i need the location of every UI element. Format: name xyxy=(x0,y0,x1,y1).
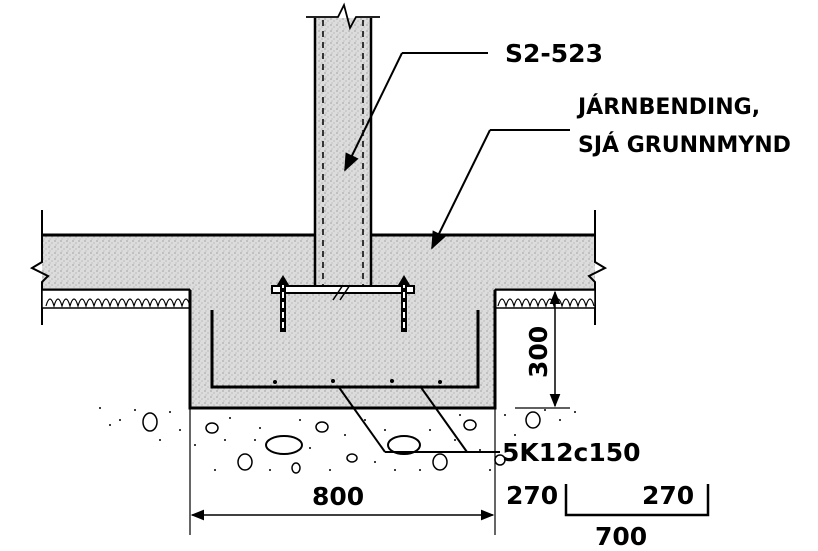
column xyxy=(306,2,380,290)
dimension-width xyxy=(189,408,496,535)
bar-shape-diagram xyxy=(564,484,710,517)
bottom-bars-label: 5K12c150 xyxy=(502,438,641,467)
footing xyxy=(188,290,497,410)
gravel-fill xyxy=(99,407,576,474)
anchor-bolt-left xyxy=(277,275,289,332)
bar-leg-left-label: 270 xyxy=(506,481,558,510)
leader-bottom-bars xyxy=(337,385,500,453)
leader-column-ref xyxy=(344,52,488,172)
width-dimension-label: 800 xyxy=(312,482,364,511)
anchor-bolt-right xyxy=(398,275,410,332)
rebar-cage xyxy=(210,310,480,389)
bar-leg-right-label: 270 xyxy=(642,481,694,510)
leader-reinforcement-note xyxy=(431,129,570,250)
dimension-depth xyxy=(515,289,570,409)
bar-length-label: 700 xyxy=(595,522,647,551)
column-ref-label: S2-523 xyxy=(505,39,603,68)
insulation-right xyxy=(494,289,596,309)
depth-dimension-label: 300 xyxy=(524,326,553,378)
insulation-left xyxy=(41,289,191,309)
base-plate xyxy=(271,284,415,301)
reinforcement-note-line2: SJÁ GRUNNMYND xyxy=(578,132,791,158)
reinforcement-note-line1: JÁRNBENDING, xyxy=(576,94,760,120)
